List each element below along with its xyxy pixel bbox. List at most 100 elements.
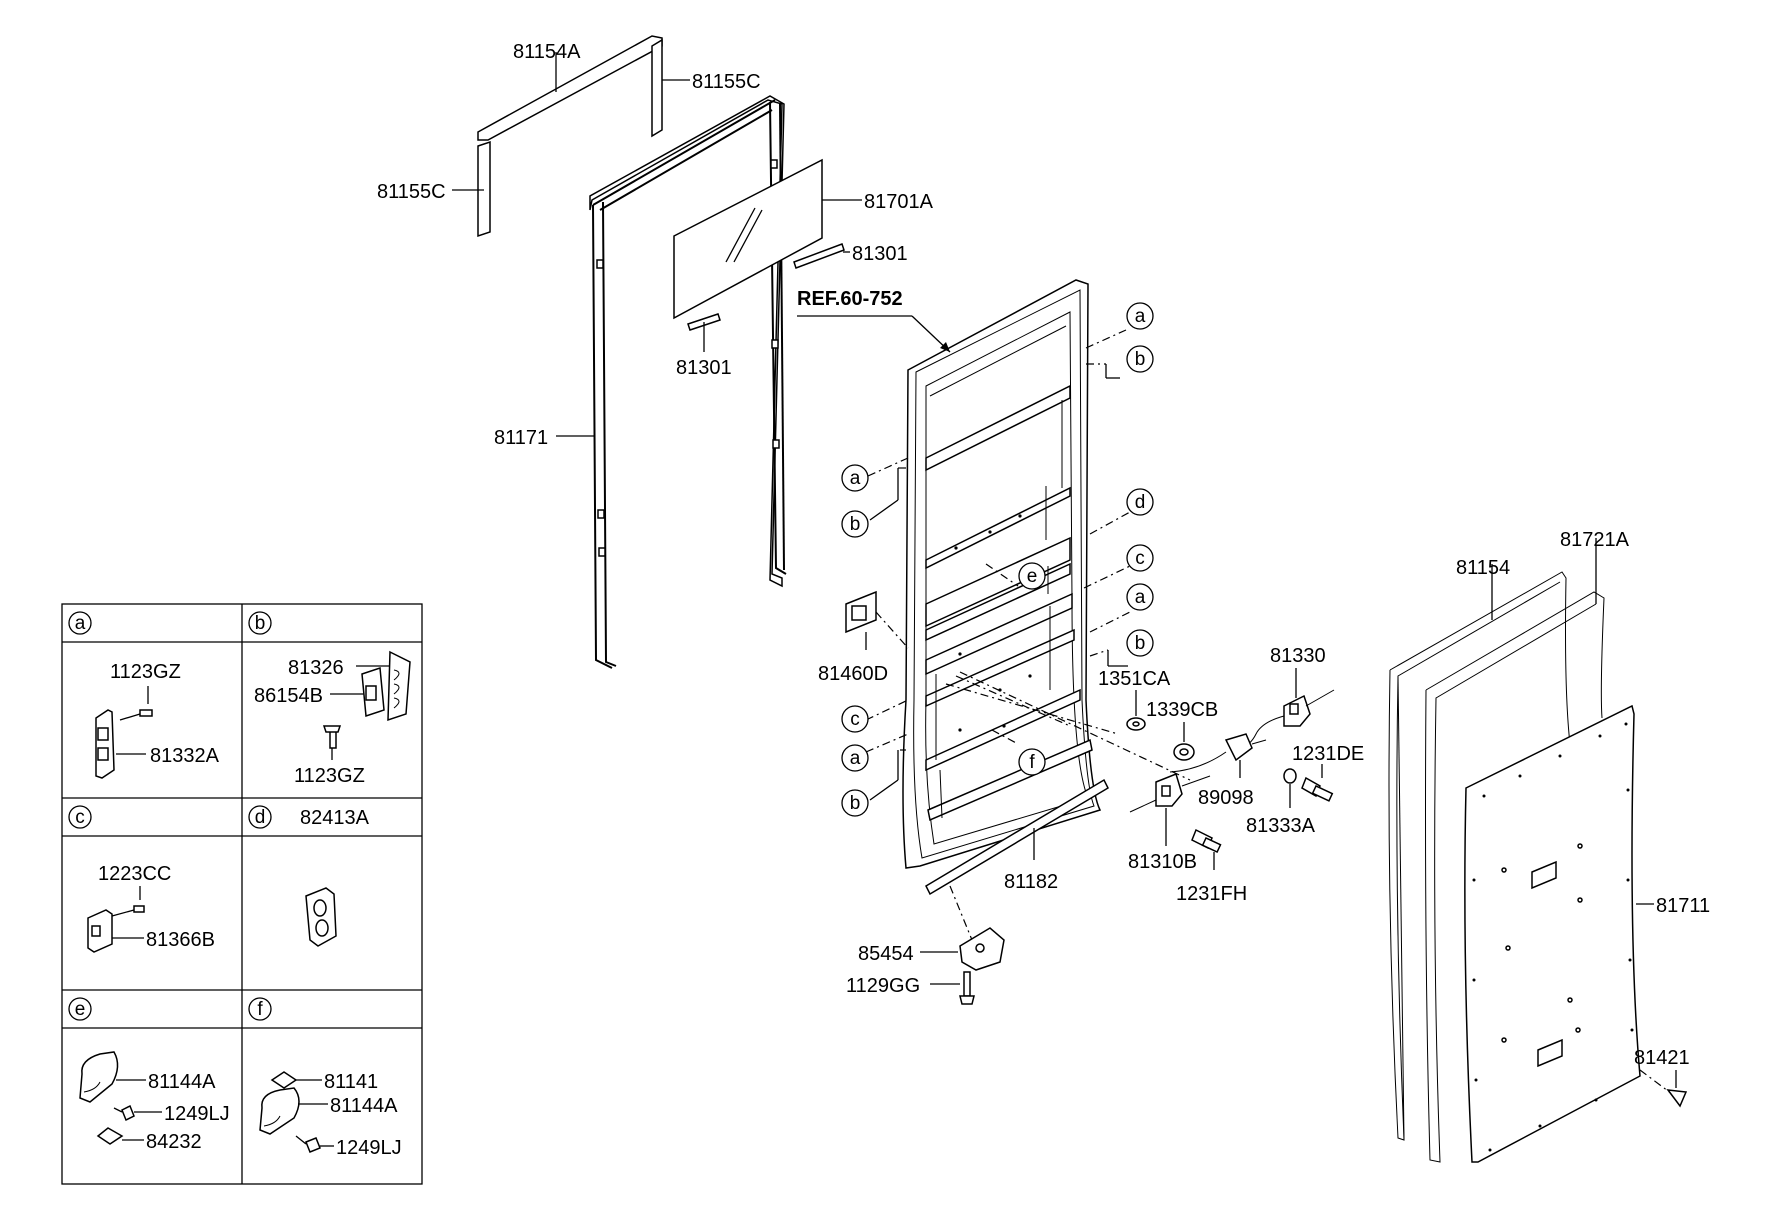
svg-text:a: a — [1135, 306, 1146, 327]
svg-text:a: a — [850, 748, 861, 769]
detail-d-title: 82413A — [300, 807, 370, 829]
label-81155C-top: 81155C — [692, 71, 761, 93]
svg-text:b: b — [850, 514, 861, 535]
detail-f-part-1: 81144A — [330, 1095, 398, 1117]
part-81711-panel — [1464, 704, 1641, 1163]
marker-b4: b — [841, 789, 869, 817]
detail-e-part-0: 81144A — [148, 1071, 216, 1093]
label-81301-right: 81301 — [852, 243, 908, 265]
detail-a-part-1: 81332A — [150, 745, 220, 767]
svg-text:a: a — [1135, 587, 1146, 608]
part-81154-seal — [1388, 571, 1571, 1141]
detail-b-part-2: 1123GZ — [294, 765, 365, 787]
detail-f-part-2: 1249LJ — [336, 1137, 402, 1159]
svg-text:d: d — [255, 807, 266, 828]
label-81301-bottom: 81301 — [676, 357, 732, 379]
part-1339CB-nut — [1173, 743, 1195, 761]
detail-c-part-0: 1223CC — [98, 863, 171, 885]
marker-a1: a — [1126, 302, 1154, 330]
label-81721A: 81721A — [1560, 529, 1630, 551]
detail-f-part-0: 81141 — [324, 1071, 378, 1093]
label-1231FH: 1231FH — [1176, 883, 1247, 905]
svg-text:b: b — [1135, 633, 1146, 654]
detail-b-part-0: 81326 — [288, 657, 344, 679]
label-81701A: 81701A — [864, 191, 934, 213]
marker-b3: b — [1126, 629, 1154, 657]
ref-label: REF.60-752 — [797, 288, 903, 310]
marker-b2: b — [841, 510, 869, 538]
label-81182: 81182 — [1004, 871, 1058, 893]
detail-e-part-1: 1249LJ — [164, 1103, 230, 1125]
marker-a2: a — [841, 464, 869, 492]
part-81421-clip — [1666, 1089, 1688, 1108]
label-81711: 81711 — [1656, 895, 1710, 917]
marker-b1: b — [1126, 345, 1154, 373]
label-81310B: 81310B — [1128, 851, 1197, 873]
detail-a-part-0: 1123GZ — [110, 661, 181, 683]
part-81155C-top-strip — [651, 38, 663, 138]
label-81155C-left: 81155C — [377, 181, 446, 203]
svg-text:c: c — [850, 709, 860, 730]
label-81421: 81421 — [1634, 1047, 1690, 1069]
label-1351CA: 1351CA — [1098, 668, 1171, 690]
part-89098-remote — [1169, 733, 1267, 773]
detail-c-part-1: 81366B — [146, 929, 215, 951]
part-1231FH-bolt — [1191, 828, 1222, 854]
detail-e-part-2: 84232 — [146, 1131, 202, 1153]
label-81154: 81154 — [1456, 557, 1510, 579]
part-81333A-striker — [1283, 768, 1297, 784]
marker-e1: e — [1018, 562, 1046, 590]
part-81301-strip-right — [793, 243, 845, 269]
part-81460D-handle — [845, 590, 877, 634]
label-81330: 81330 — [1270, 645, 1326, 667]
part-81171-channel — [589, 95, 787, 669]
part-81330-lock — [1239, 689, 1335, 749]
label-85454: 85454 — [858, 943, 914, 965]
detail-b-part-1: 86154B — [254, 685, 323, 707]
marker-c2: c — [841, 705, 869, 733]
marker-d1: d — [1126, 488, 1154, 516]
detail-table — [61, 603, 423, 1185]
part-81310B-latch — [1129, 772, 1211, 813]
detail-cell-f: f 81141 81144A 1249LJ — [248, 997, 402, 1159]
svg-text:a: a — [75, 613, 86, 634]
detail-cell-e: e 81144A 1249LJ 84232 — [68, 997, 230, 1153]
svg-text:e: e — [1027, 566, 1038, 587]
svg-text:a: a — [850, 468, 861, 489]
part-81155C-left-strip — [477, 140, 491, 238]
svg-text:c: c — [1135, 548, 1145, 569]
part-81721A-panel-frame — [1425, 591, 1605, 1163]
marker-a3: a — [1126, 583, 1154, 611]
label-81460D: 81460D — [818, 663, 888, 685]
detail-cell-b: b 81326 86154B 1123GZ — [248, 611, 411, 787]
part-81182-strip — [925, 778, 1109, 896]
part-85454-bracket — [959, 927, 1005, 971]
label-81171: 81171 — [494, 427, 548, 449]
svg-text:f: f — [257, 999, 263, 1020]
marker-a4: a — [841, 744, 869, 772]
detail-cell-c: c 1223CC 81366B — [68, 805, 215, 953]
part-1231DE-bolt — [1301, 776, 1334, 802]
svg-text:b: b — [850, 793, 861, 814]
part-81701A-glass — [673, 158, 823, 320]
marker-c1: c — [1126, 544, 1154, 572]
label-1339CB: 1339CB — [1146, 699, 1218, 721]
svg-text:c: c — [75, 807, 85, 828]
label-1231DE: 1231DE — [1292, 743, 1364, 765]
svg-text:d: d — [1135, 492, 1146, 513]
svg-text:b: b — [1135, 349, 1146, 370]
label-1129GG: 1129GG — [846, 975, 920, 997]
svg-text:b: b — [255, 613, 266, 634]
label-81333A: 81333A — [1246, 815, 1316, 837]
svg-text:f: f — [1029, 752, 1035, 773]
detail-cell-d: d 82413A — [248, 805, 370, 947]
detail-cell-a: a 1123GZ 81332A — [68, 611, 220, 779]
label-81154A: 81154A — [513, 41, 581, 63]
part-1129GG-bolt — [959, 971, 975, 1005]
marker-f1: f — [1018, 748, 1046, 776]
label-89098: 89098 — [1198, 787, 1254, 809]
svg-text:e: e — [75, 999, 86, 1020]
part-1351CA-washer — [1126, 717, 1146, 731]
